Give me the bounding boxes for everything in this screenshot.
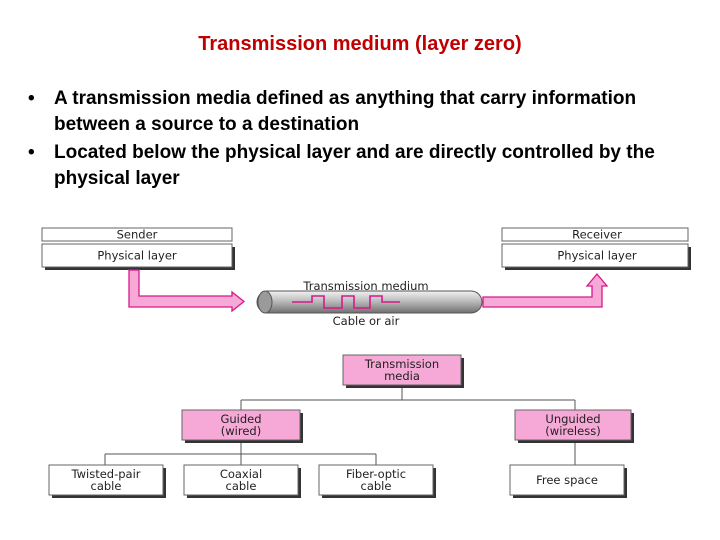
twisted-pair-label-line1: Twisted-pair bbox=[70, 467, 140, 481]
sender-label-box bbox=[41, 227, 233, 242]
cable-end-icon bbox=[257, 290, 273, 314]
page-title: Transmission medium (layer zero) bbox=[198, 33, 522, 55]
free-space-label: Free space bbox=[536, 473, 598, 487]
sender-label: Sender bbox=[117, 228, 158, 242]
fiber-optic-label-line1: Fiber-optic bbox=[346, 467, 406, 481]
guided-label-line2: (wired) bbox=[221, 424, 261, 438]
guided-box bbox=[181, 409, 301, 441]
medium-sublabel: Cable or air bbox=[333, 314, 400, 328]
sender-physical-layer-box bbox=[41, 243, 233, 268]
coaxial-box bbox=[183, 464, 299, 496]
fiber-optic-label-line2: cable bbox=[361, 479, 392, 493]
guided-label-line1: Guided bbox=[220, 412, 261, 426]
free-space-box bbox=[509, 464, 625, 496]
bullet-item: Located below the physical layer and are… bbox=[22, 140, 712, 192]
tree-connectors bbox=[104, 386, 576, 465]
sender-physical-layer-label: Physical layer bbox=[97, 249, 177, 263]
bullet-list: A transmission media defined as anything… bbox=[22, 86, 712, 194]
twisted-pair-label-line2: cable bbox=[91, 479, 122, 493]
coaxial-label-line2: cable bbox=[226, 479, 257, 493]
receiver-label: Receiver bbox=[572, 228, 622, 242]
medium-to-receiver-arrow bbox=[482, 272, 609, 308]
fiber-optic-box bbox=[318, 464, 434, 496]
sender-to-medium-arrow bbox=[128, 269, 246, 313]
transmission-media-box bbox=[342, 354, 462, 386]
receiver-physical-layer-label: Physical layer bbox=[557, 249, 637, 263]
coaxial-label-line1: Coaxial bbox=[220, 467, 262, 481]
unguided-box bbox=[514, 409, 632, 441]
transmission-media-label-line1: Transmission bbox=[364, 357, 439, 371]
medium-label: Transmission medium bbox=[302, 279, 428, 293]
signal-wave-icon bbox=[292, 295, 400, 309]
transmission-media-label-line2: media bbox=[384, 369, 420, 383]
bullet-item: A transmission media defined as anything… bbox=[22, 86, 712, 138]
twisted-pair-box bbox=[48, 464, 164, 496]
receiver-physical-layer-box bbox=[501, 243, 689, 268]
unguided-label-line2: (wireless) bbox=[545, 424, 600, 438]
receiver-label-box bbox=[501, 227, 689, 242]
unguided-label-line1: Unguided bbox=[545, 412, 600, 426]
